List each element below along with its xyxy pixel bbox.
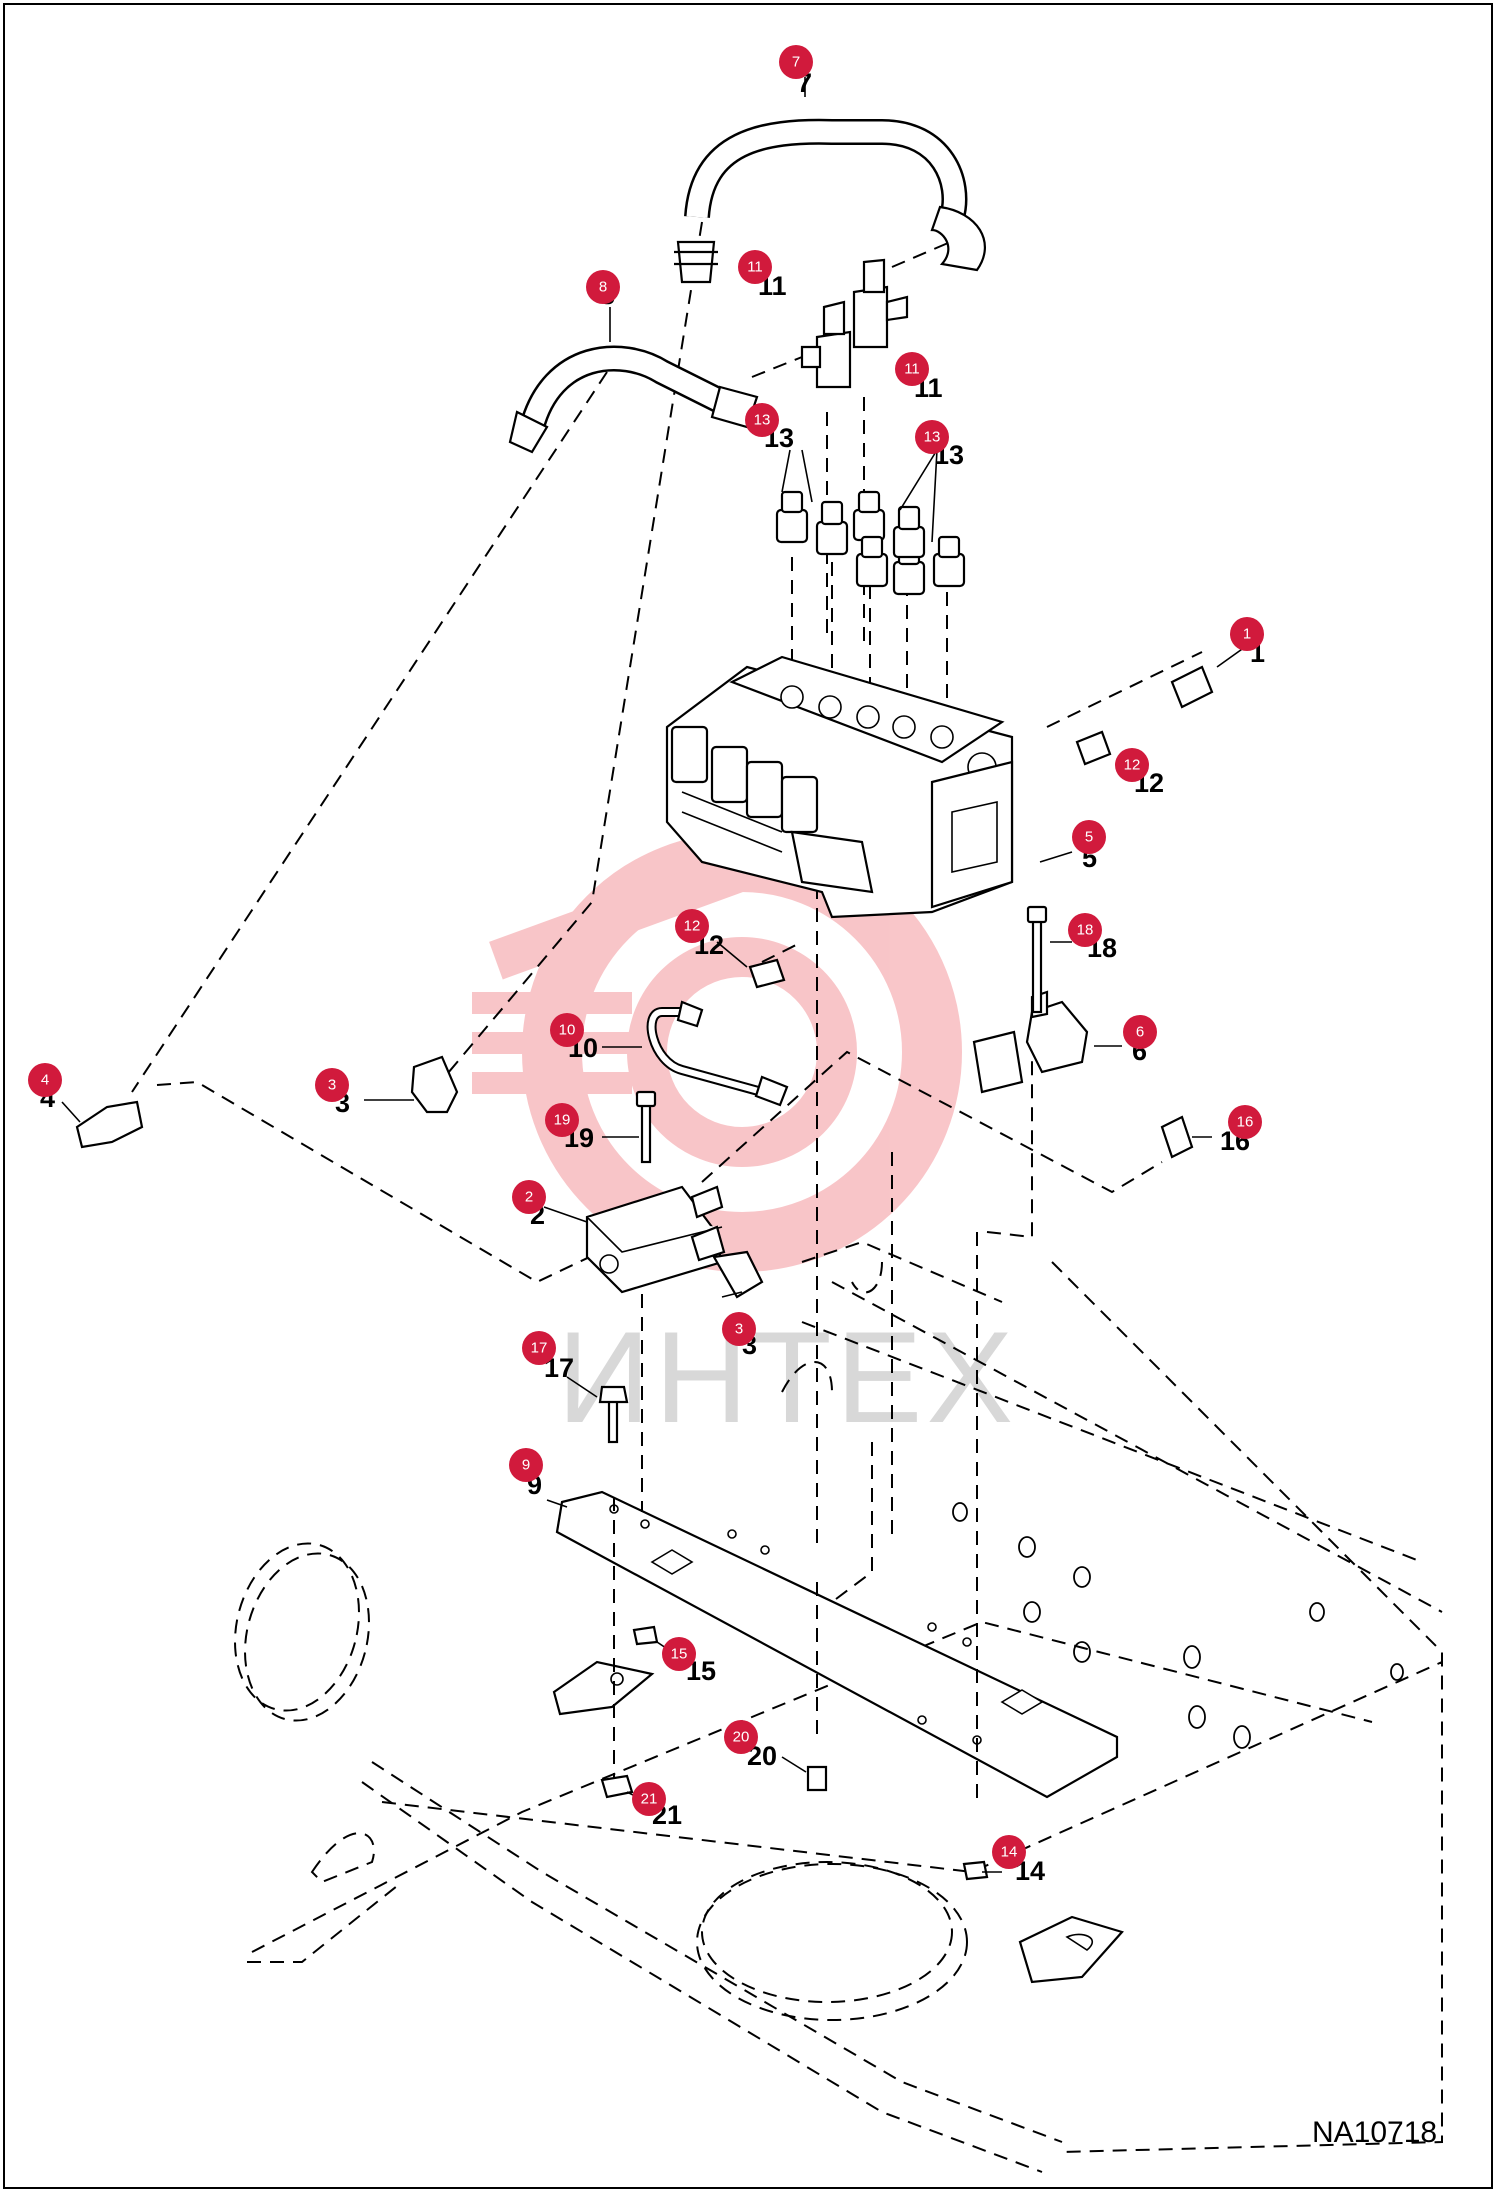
svg-text:20: 20 bbox=[733, 1729, 750, 1746]
adapter-fittings bbox=[775, 490, 966, 596]
tube-10 bbox=[646, 958, 789, 1107]
svg-text:12: 12 bbox=[1124, 757, 1141, 774]
badge-5: 5 bbox=[1072, 820, 1106, 854]
badge-11b: 11 bbox=[895, 352, 929, 386]
badge-17: 17 bbox=[522, 1331, 556, 1365]
svg-text:7: 7 bbox=[792, 54, 800, 71]
frame-outline bbox=[234, 1152, 1443, 2173]
badge-4: 4 bbox=[28, 1063, 62, 1097]
svg-text:8: 8 bbox=[599, 279, 607, 296]
control-valve-assembly bbox=[665, 655, 1014, 919]
badge-10: 10 bbox=[550, 1013, 584, 1047]
badge-9: 9 bbox=[509, 1448, 543, 1482]
fittings-left bbox=[75, 1055, 764, 1299]
badge-3b: 3 bbox=[722, 1312, 756, 1346]
svg-text:6: 6 bbox=[1136, 1024, 1144, 1041]
drawing-reference: NA10718 bbox=[1312, 2116, 1437, 2149]
badge-13b: 13 bbox=[915, 420, 949, 454]
badge-2: 2 bbox=[512, 1180, 546, 1214]
svg-text:14: 14 bbox=[1001, 1844, 1018, 1861]
watermark-text: ИНТЕХ bbox=[557, 1304, 1017, 1450]
svg-text:3: 3 bbox=[328, 1077, 336, 1094]
badge-21: 21 bbox=[632, 1782, 666, 1816]
svg-text:13: 13 bbox=[754, 412, 771, 429]
svg-text:15: 15 bbox=[671, 1646, 688, 1663]
svg-text:9: 9 bbox=[522, 1457, 530, 1474]
svg-text:5: 5 bbox=[1085, 829, 1093, 846]
hose-7 bbox=[674, 118, 986, 284]
badge-1: 1 bbox=[1230, 617, 1264, 651]
svg-text:12: 12 bbox=[684, 918, 701, 935]
drawing-frame: ИНТЕХ bbox=[3, 3, 1493, 2189]
badge-14: 14 bbox=[992, 1835, 1026, 1869]
fittings-upper-right bbox=[1075, 665, 1214, 766]
callout-badges: 7 8 11 11 13 13 1 12 5 12 18 10 6 4 3 19… bbox=[28, 45, 1264, 1869]
hose-8 bbox=[508, 345, 759, 454]
svg-text:19: 19 bbox=[554, 1112, 571, 1129]
svg-text:18: 18 bbox=[1077, 922, 1094, 939]
badge-16: 16 bbox=[1228, 1105, 1262, 1139]
leader-lines bbox=[61, 77, 1246, 1873]
badge-12a: 12 bbox=[1115, 748, 1149, 782]
exploded-parts-diagram: ИНТЕХ bbox=[28, 45, 1443, 2173]
badge-15: 15 bbox=[662, 1637, 696, 1671]
badge-18: 18 bbox=[1068, 913, 1102, 947]
badge-6: 6 bbox=[1123, 1015, 1157, 1049]
svg-text:3: 3 bbox=[735, 1321, 743, 1338]
fasteners-lower bbox=[598, 1385, 989, 1881]
svg-text:2: 2 bbox=[525, 1189, 533, 1206]
solenoid-valve bbox=[972, 905, 1194, 1159]
badge-7: 7 bbox=[779, 45, 813, 79]
badge-12b: 12 bbox=[675, 909, 709, 943]
callout-labels: 7 8 11 11 13 13 1 12 5 12 18 10 6 4 3 19… bbox=[40, 68, 1265, 1886]
svg-text:21: 21 bbox=[641, 1791, 658, 1808]
svg-text:16: 16 bbox=[1237, 1114, 1254, 1131]
badge-20: 20 bbox=[724, 1720, 758, 1754]
badge-13a: 13 bbox=[745, 403, 779, 437]
badge-8: 8 bbox=[586, 270, 620, 304]
svg-text:17: 17 bbox=[531, 1340, 548, 1357]
badge-3a: 3 bbox=[315, 1068, 349, 1102]
badge-19: 19 bbox=[545, 1103, 579, 1137]
svg-text:1: 1 bbox=[1243, 626, 1251, 643]
svg-text:11: 11 bbox=[904, 361, 920, 378]
svg-text:4: 4 bbox=[41, 1072, 49, 1089]
svg-text:13: 13 bbox=[924, 429, 941, 446]
badge-11a: 11 bbox=[738, 250, 772, 284]
svg-text:10: 10 bbox=[559, 1022, 576, 1039]
svg-text:11: 11 bbox=[747, 259, 763, 276]
tee-fittings bbox=[800, 258, 909, 389]
